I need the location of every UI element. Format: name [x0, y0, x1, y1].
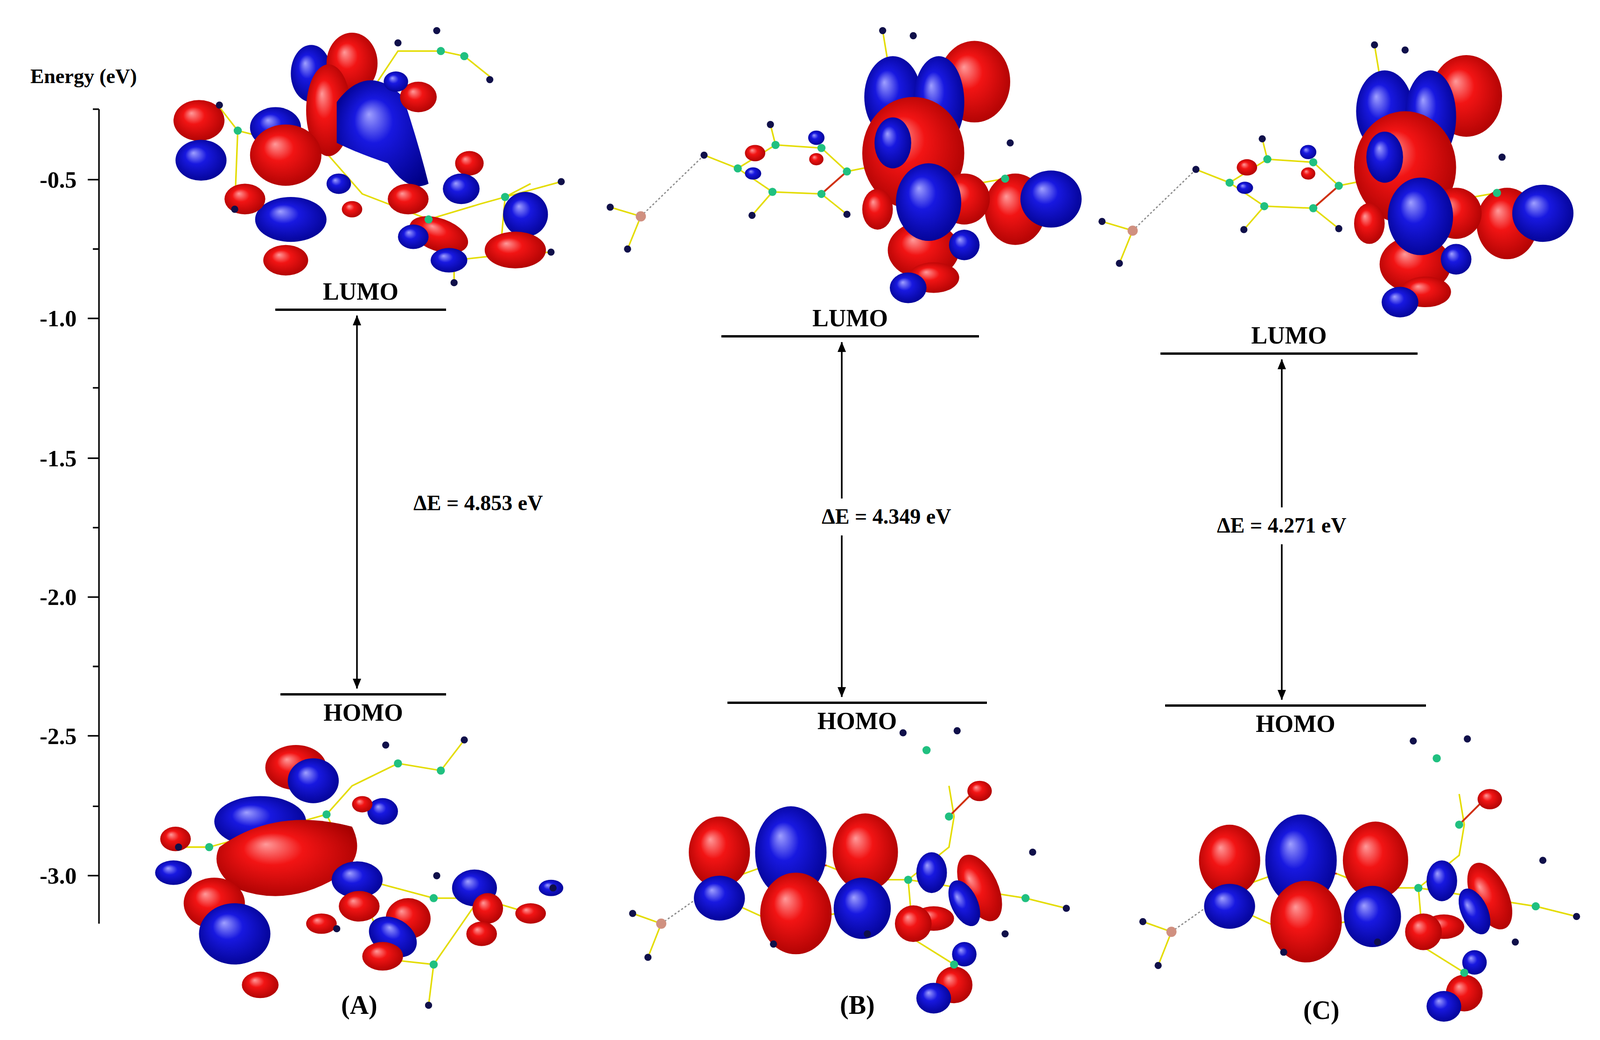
level-label: HOMO	[280, 698, 447, 726]
gap-label: ΔE = 4.271 eV	[1213, 507, 1350, 545]
homo-level: HOMO	[280, 692, 447, 726]
homo-level: HOMO	[1165, 704, 1426, 737]
homo-level: HOMO	[727, 701, 987, 734]
level-label: LUMO	[721, 304, 979, 332]
homo-orbital-a	[154, 736, 564, 1009]
panel-label: (C)	[1303, 995, 1340, 1025]
axis-title: Energy (eV)	[30, 65, 138, 88]
tick-label: -0.5	[39, 167, 77, 193]
tick-label: -1.0	[39, 305, 77, 332]
gap-label: ΔE = 4.349 eV	[817, 498, 955, 536]
lumo-level: LUMO	[1160, 321, 1418, 355]
arrow-line	[356, 315, 358, 689]
tick-label: -1.5	[39, 445, 77, 472]
level-label: LUMO	[1160, 321, 1418, 349]
lumo-orbital-c	[1098, 41, 1574, 318]
homo-orbital-b	[628, 726, 1070, 1014]
homo-orbital-c	[1139, 734, 1581, 1021]
level-label: HOMO	[1165, 710, 1426, 737]
energy-axis	[87, 109, 99, 924]
level-label: LUMO	[275, 278, 447, 305]
tick-label: -2.5	[39, 723, 77, 749]
lumo-orbital-a	[173, 27, 566, 287]
tick-label: -3.0	[39, 862, 77, 889]
lumo-orbital-b	[606, 27, 1082, 303]
panel-label: (A)	[341, 990, 378, 1020]
lumo-level: LUMO	[721, 304, 979, 338]
tick-label: -2.0	[39, 584, 77, 610]
gap-label: ΔE = 4.853 eV	[413, 491, 543, 516]
level-label: HOMO	[727, 707, 987, 734]
panel-label: (B)	[839, 990, 875, 1020]
gap-arrow	[356, 315, 358, 689]
lumo-level: LUMO	[275, 278, 447, 311]
